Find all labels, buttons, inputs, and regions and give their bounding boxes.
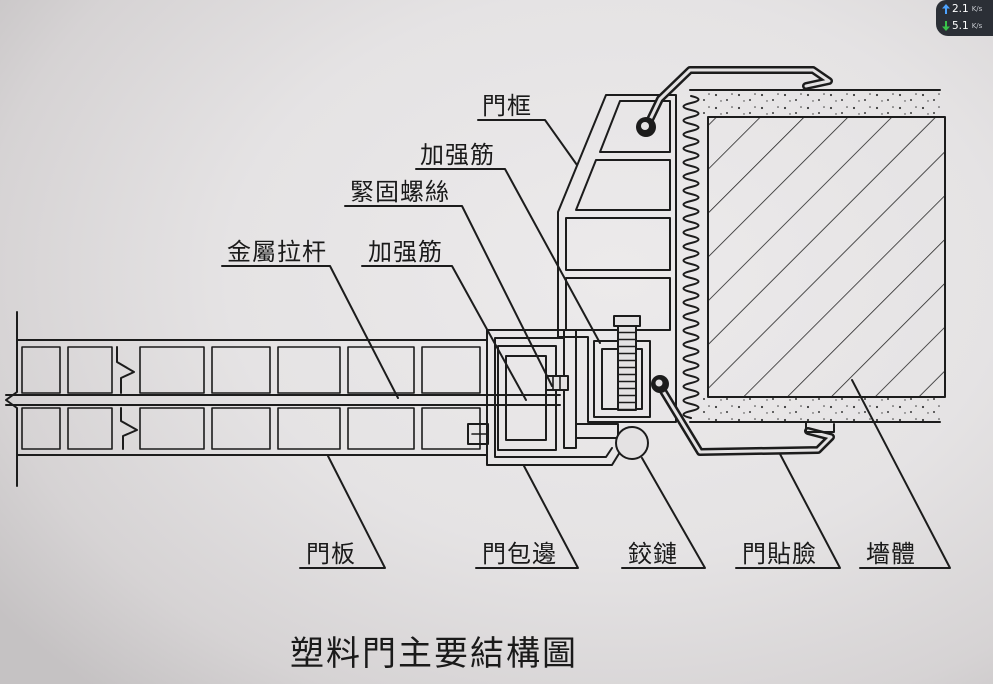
download-speed-unit: K/s bbox=[971, 22, 983, 30]
leader-metal-tie-rod bbox=[221, 265, 399, 399]
door-trim-top-bulb-hole bbox=[641, 122, 649, 130]
wall-bottom-plaster bbox=[700, 397, 940, 422]
leader-door-edging bbox=[475, 465, 579, 569]
door-trim-top-hollow bbox=[645, 68, 831, 128]
leader-frame-reinforcement bbox=[415, 168, 601, 344]
leader-door-frame bbox=[477, 119, 578, 166]
hinge-knuckle bbox=[615, 426, 649, 460]
wall bbox=[689, 89, 946, 423]
door-trim-top bbox=[636, 66, 833, 137]
label-door-edging: 門包邊 bbox=[482, 540, 557, 568]
label-door-panel: 門板 bbox=[306, 540, 356, 568]
door-panel-cell bbox=[277, 407, 341, 450]
door-panel-cell bbox=[21, 346, 61, 394]
label-fastening-screw: 緊固螺絲 bbox=[350, 178, 450, 206]
arrow-down-icon bbox=[942, 21, 950, 31]
door-panel-cell bbox=[421, 407, 481, 450]
upload-speed-value: 2.1 bbox=[952, 3, 969, 15]
door-panel-joint bbox=[116, 346, 138, 450]
door-edging-hinge-leaf bbox=[575, 423, 619, 439]
download-speed-value: 5.1 bbox=[952, 20, 969, 32]
door-reinforcement bbox=[497, 345, 557, 451]
door-panel-cell bbox=[67, 407, 113, 450]
door-frame-chamber-2 bbox=[575, 159, 671, 211]
fastening-screw bbox=[613, 315, 641, 411]
door-panel-cell bbox=[139, 346, 205, 394]
label-door-frame: 門框 bbox=[482, 92, 532, 120]
door-panel-break-line bbox=[5, 311, 18, 487]
label-frame-reinforcement: 加强筋 bbox=[420, 141, 495, 169]
leader-wall bbox=[851, 379, 951, 569]
download-speed-row: 5.1 K/s bbox=[942, 19, 982, 33]
door-trim-bottom-bulb-hole bbox=[655, 379, 663, 387]
door-trim-bottom bbox=[651, 375, 835, 456]
wall-top-plaster bbox=[700, 90, 940, 117]
door-edging-outer bbox=[486, 329, 621, 466]
labels: 門框 加强筋 緊固螺絲 金屬拉杆 加强筋 門板 門包邊 鉸鏈 門貼臉 墻體 bbox=[227, 92, 916, 568]
door-trim-bottom-clip bbox=[805, 421, 835, 433]
door-edging-inner bbox=[494, 337, 613, 458]
door-frame-chamber-3 bbox=[565, 217, 671, 271]
door-panel-cell bbox=[67, 346, 113, 394]
edging-screw-body bbox=[545, 375, 569, 391]
edging-screw-bg bbox=[546, 376, 568, 390]
label-wall: 墻體 bbox=[866, 540, 916, 568]
door-panel bbox=[5, 311, 488, 487]
door-panel-cell bbox=[139, 407, 205, 450]
door-panel-cell bbox=[211, 346, 271, 394]
metal-tie-rod bbox=[5, 394, 561, 406]
wall-gasket-wave bbox=[682, 95, 700, 419]
door-panel-cell bbox=[211, 407, 271, 450]
leader-fastening-screw bbox=[344, 205, 553, 387]
label-door-reinforcement: 加强筋 bbox=[368, 238, 443, 266]
wall-masonry bbox=[707, 116, 946, 398]
label-hinge: 鉸鏈 bbox=[628, 540, 678, 568]
door-frame-chamber-top bbox=[599, 100, 671, 153]
diagram-title: 塑料門主要結構圖 bbox=[290, 634, 578, 674]
fastening-screw-thread bbox=[618, 326, 636, 410]
network-speed-widget: 2.1 K/s 5.1 K/s bbox=[936, 0, 993, 36]
arrow-up-icon bbox=[942, 4, 950, 14]
door-panel-cell bbox=[347, 407, 415, 450]
door-panel-cell bbox=[421, 346, 481, 394]
leader-hinge bbox=[621, 457, 706, 569]
label-door-trim: 門貼臉 bbox=[742, 540, 817, 568]
upload-speed-unit: K/s bbox=[971, 5, 983, 13]
door-edging bbox=[467, 329, 621, 466]
leader-door-panel bbox=[299, 455, 386, 569]
label-metal-tie-rod: 金屬拉杆 bbox=[227, 238, 327, 266]
upload-speed-row: 2.1 K/s bbox=[942, 2, 982, 16]
leader-lines bbox=[221, 119, 951, 569]
fastening-screw-head bbox=[613, 315, 641, 327]
leader-door-reinforcement bbox=[361, 265, 527, 401]
door-frame bbox=[557, 94, 677, 423]
edging-screw bbox=[545, 375, 569, 391]
door-trim-bottom-hollow bbox=[658, 384, 833, 454]
door-reinforcement-outer bbox=[497, 345, 557, 451]
door-panel-cell bbox=[277, 346, 341, 394]
door-panel-cell bbox=[347, 346, 415, 394]
door-reinforcement-inner bbox=[505, 355, 547, 441]
door-frame-outline bbox=[557, 94, 677, 423]
door-panel-cell bbox=[21, 407, 61, 450]
leader-door-trim bbox=[735, 453, 841, 569]
